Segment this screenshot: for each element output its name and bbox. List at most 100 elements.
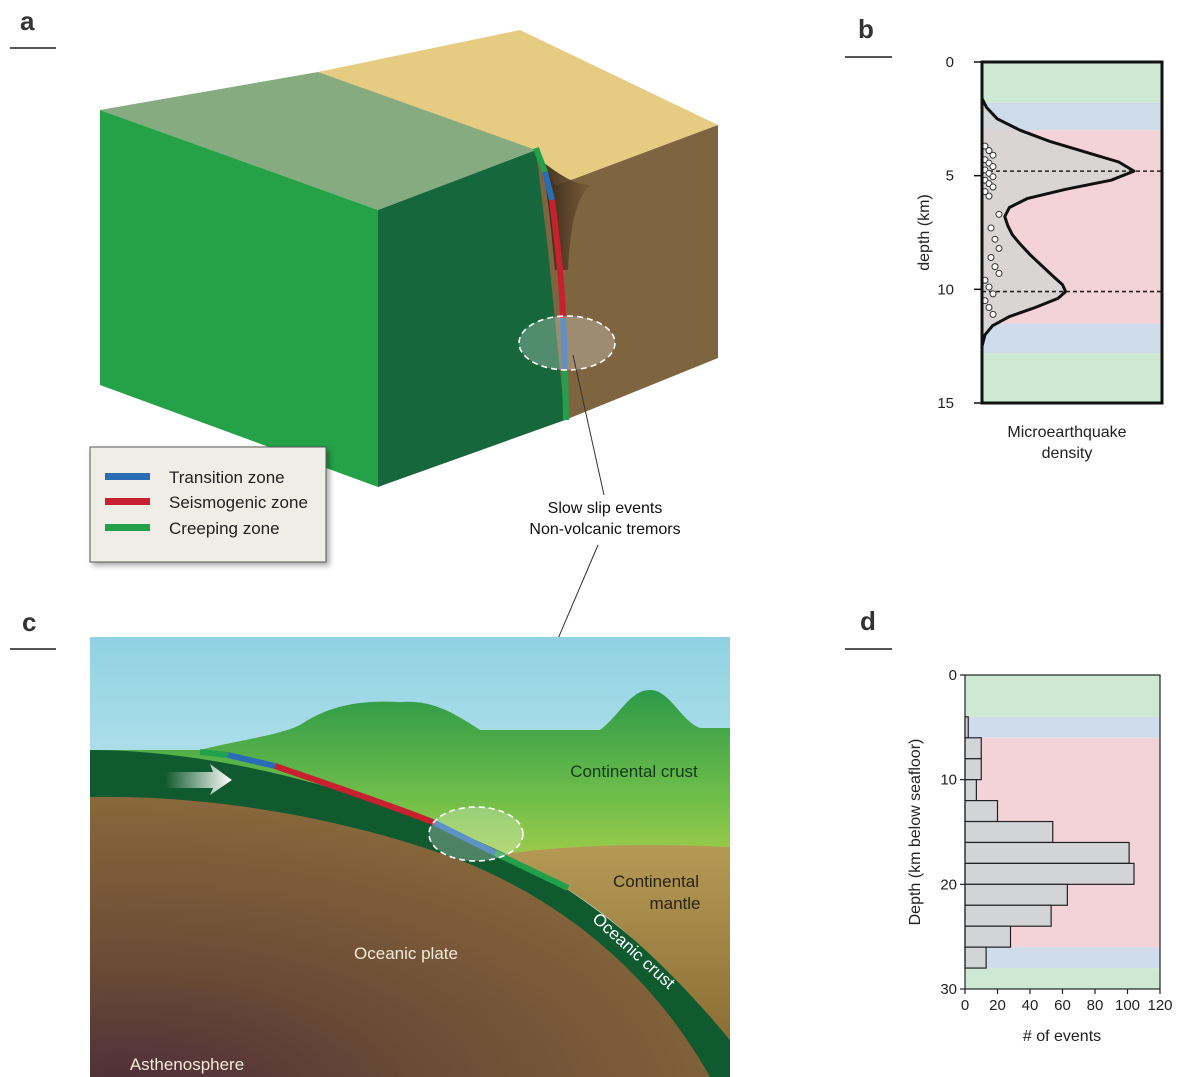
histogram-bar xyxy=(964,883,1068,906)
slow-slip-highlight-c xyxy=(428,806,524,862)
slab-transition-top xyxy=(227,752,276,769)
event-point xyxy=(985,192,993,200)
fault-gap xyxy=(540,160,590,270)
histogram-bar xyxy=(964,779,977,802)
histogram-bar xyxy=(964,799,999,823)
x-axis-title: # of events xyxy=(1023,1028,1101,1045)
y-tick-label: 20 xyxy=(940,876,957,893)
histogram-bar xyxy=(964,925,1012,948)
right-block-top xyxy=(318,30,718,186)
event-point xyxy=(995,210,1003,218)
event-point xyxy=(989,310,997,318)
zone-band xyxy=(965,675,1160,717)
label-asthenosphere: Asthenosphere xyxy=(130,1055,244,1074)
fault-seismogenic xyxy=(549,199,566,319)
x-tick-label: 100 xyxy=(1115,997,1140,1014)
density-line xyxy=(980,97,1136,347)
event-point xyxy=(985,147,993,155)
y-tick-label: 5 xyxy=(946,168,954,185)
x-tick-label: 0 xyxy=(961,997,969,1014)
x-axis-title-line1: Microearthquake xyxy=(1007,424,1126,441)
fault-transition-top xyxy=(542,171,555,201)
y-tick-label: 30 xyxy=(940,981,957,998)
x-tick-label: 20 xyxy=(989,997,1006,1014)
label-continental-mantle-2: mantle xyxy=(649,894,700,913)
panel-d-letter: d xyxy=(845,606,892,650)
y-tick-label: 10 xyxy=(937,281,954,298)
left-block-left-face xyxy=(100,110,378,487)
y-tick-label: 0 xyxy=(949,667,957,684)
legend-label-creeping: Creeping zone xyxy=(169,519,280,538)
slab-creeping-bottom xyxy=(493,850,570,891)
oceanic-plate xyxy=(90,796,710,1077)
zone-band xyxy=(965,947,1160,969)
x-tick-label: 80 xyxy=(1087,997,1104,1014)
event-point xyxy=(987,224,995,232)
event-point xyxy=(995,269,1003,277)
y-tick-label: 15 xyxy=(937,395,954,412)
zone-band xyxy=(965,968,1160,989)
subduction-cross-section: Continental crust Continental mantle Oce… xyxy=(90,637,730,1077)
x-tick-label: 40 xyxy=(1022,997,1039,1014)
annotation-line2: Non-volcanic tremors xyxy=(529,521,680,538)
zone-band xyxy=(982,352,1162,403)
histogram-bar xyxy=(964,862,1135,885)
svg-text:d: d xyxy=(860,606,876,636)
histogram-bar xyxy=(964,904,1052,927)
svg-text:a: a xyxy=(20,6,35,36)
histogram-bar xyxy=(964,946,987,969)
legend-label-seismogenic: Seismogenic zone xyxy=(169,493,308,512)
panel-a-letter: a xyxy=(10,6,56,49)
zone-band xyxy=(982,62,1162,103)
legend-swatch-creeping xyxy=(105,524,150,531)
legend-swatch-seismogenic xyxy=(105,498,150,505)
label-oceanic-plate: Oceanic plate xyxy=(354,944,458,963)
slow-slip-highlight-a xyxy=(518,315,616,371)
left-block-front-face xyxy=(378,150,565,487)
legend-items: Transition zone Seismogenic zone Creepin… xyxy=(105,468,308,538)
histogram-bar xyxy=(964,758,982,781)
fault-block-diagram xyxy=(100,30,718,487)
leader-line-a xyxy=(572,354,605,496)
event-point xyxy=(985,283,993,291)
y-axis-title: Depth (km below seafloor) xyxy=(907,739,924,926)
plot-frame xyxy=(980,60,1164,405)
slow-slip-annotation: Slow slip events Non-volcanic tremors xyxy=(474,354,681,834)
fault-transition-bottom xyxy=(560,317,568,371)
left-block-top xyxy=(100,72,536,210)
event-point xyxy=(989,183,997,191)
slab-transition-bottom xyxy=(433,820,497,856)
event-point xyxy=(991,263,999,271)
plate-motion-arrow xyxy=(165,764,232,795)
x-tick-label: 120 xyxy=(1147,997,1172,1014)
label-continental-crust: Continental crust xyxy=(570,762,698,781)
fault-creeping-top xyxy=(533,146,548,174)
event-point xyxy=(989,163,997,171)
event-point xyxy=(985,304,993,312)
density-area xyxy=(982,98,1134,347)
svg-text:b: b xyxy=(858,14,874,44)
zone-band xyxy=(982,323,1162,353)
event-point xyxy=(991,235,999,243)
fault-creeping-bottom xyxy=(562,369,569,421)
panel-b-letter: b xyxy=(845,14,892,58)
event-point xyxy=(989,151,997,159)
legend-label-transition: Transition zone xyxy=(169,468,285,487)
event-point xyxy=(989,173,997,181)
slab-creeping-top xyxy=(199,749,229,758)
legend-swatch-transition xyxy=(105,473,150,480)
y-tick-label: 10 xyxy=(940,772,957,789)
annotation-line1: Slow slip events xyxy=(548,500,663,517)
slab-seismogenic xyxy=(274,763,437,826)
y-tick-label: 0 xyxy=(946,54,954,71)
panel-c-letter: c xyxy=(10,607,56,650)
svg-text:c: c xyxy=(22,607,36,637)
event-point xyxy=(995,244,1003,252)
histogram-bar xyxy=(964,820,1054,844)
histogram-bar xyxy=(964,841,1130,865)
event-point xyxy=(989,290,997,298)
x-axis-title-line2: density xyxy=(1042,445,1093,462)
